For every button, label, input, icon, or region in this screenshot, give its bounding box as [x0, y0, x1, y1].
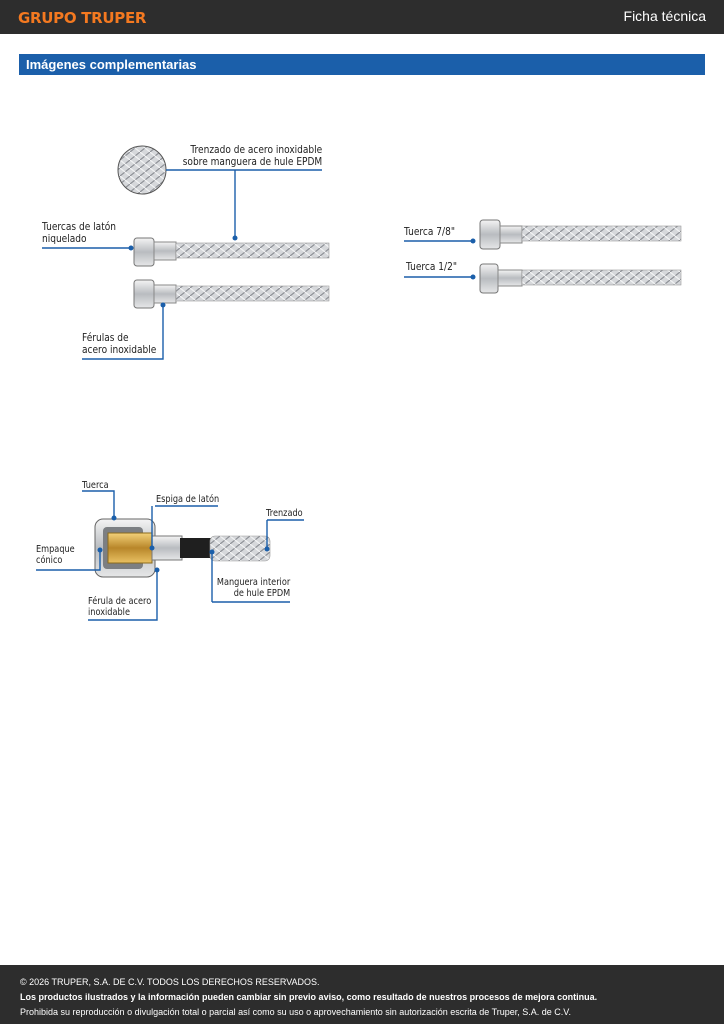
footer-prohibition: Prohibida su reproducción o divulgación …	[20, 1007, 571, 1017]
section-title: Imágenes complementarias	[19, 54, 705, 75]
brand-logo: GRUPO TRUPER	[18, 9, 147, 27]
label-ferrules: Férulas de acero inoxidable	[82, 332, 157, 356]
footer-copyright: © 2026 TRUPER, S.A. DE C.V. TODOS LOS DE…	[20, 977, 320, 987]
document-type: Ficha técnica	[623, 8, 706, 24]
cutaway-connector	[94, 518, 271, 578]
label-brass-spigot: Espiga de latón	[156, 494, 220, 505]
label-inner-hose: Manguera interior de hule EPDM	[216, 577, 290, 599]
label-nut-7-8: Tuerca 7/8"	[404, 226, 455, 238]
label-steel-ferrule: Férula de acero inoxidable	[88, 596, 152, 618]
label-braided-hose: Trenzado de acero inoxidable sobre mangu…	[182, 144, 322, 168]
label-nut: Tuerca	[82, 480, 109, 491]
label-nut-1-2: Tuerca 1/2"	[406, 261, 457, 273]
footer-notice: Los productos ilustrados y la informació…	[20, 992, 598, 1002]
braid-detail-icon	[117, 145, 167, 195]
hose-assembly-1-2	[479, 263, 682, 294]
hose-assembly-bottom	[133, 279, 330, 309]
hose-assembly-7-8	[479, 219, 682, 250]
label-brass-nuts: Tuercas de latón niquelado	[42, 221, 117, 245]
label-conical-gasket: Empaque cónico	[36, 544, 75, 566]
label-braid: Trenzado	[266, 508, 303, 519]
hose-assembly-top	[133, 237, 330, 267]
top-bar: GRUPO TRUPER Ficha técnica	[0, 0, 724, 34]
callouts-figure3	[36, 490, 304, 621]
callouts-figure1	[42, 169, 322, 360]
footer: © 2026 TRUPER, S.A. DE C.V. TODOS LOS DE…	[0, 965, 724, 1024]
